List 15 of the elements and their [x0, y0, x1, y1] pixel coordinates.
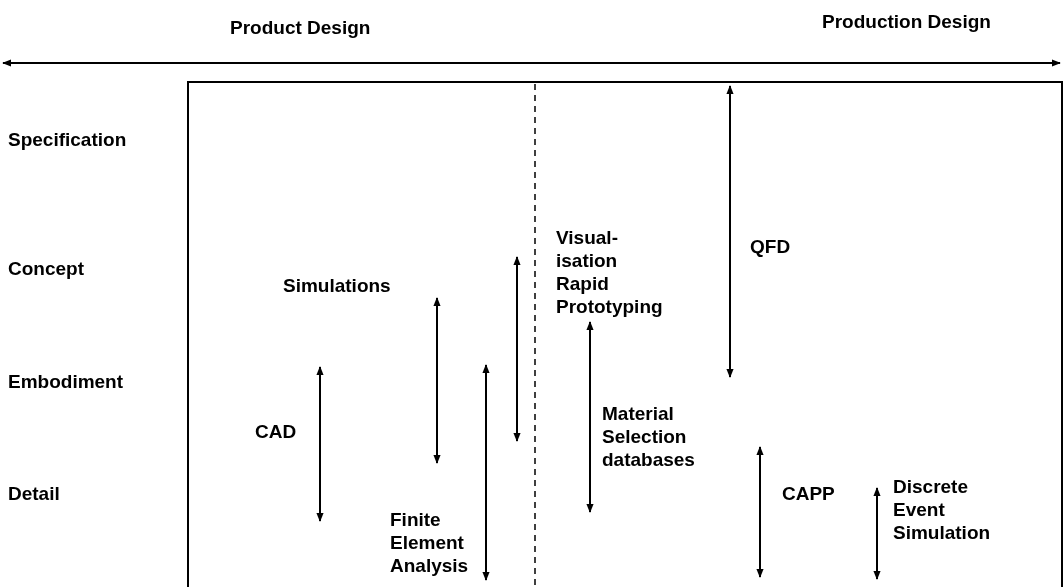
title-label: Production Design — [822, 10, 992, 33]
tool-label: Discrete Event Simulation — [893, 475, 992, 544]
tool-label: Rapid Prototyping — [556, 272, 664, 318]
phase-label: Concept — [8, 257, 85, 280]
tool-label: CAPP — [782, 482, 836, 505]
tool-label: CAD — [255, 420, 298, 443]
tool-label: Material Selection databases — [602, 402, 696, 471]
phase-label: Embodiment — [8, 370, 125, 393]
tool-label: Simulations — [283, 274, 392, 297]
phase-label: Detail — [8, 482, 61, 505]
tool-label: Visual-isation — [556, 226, 618, 272]
phase-label: Specification — [8, 128, 128, 151]
title-label: Product Design — [230, 16, 372, 39]
tool-label: Finite Element Analysis — [390, 508, 470, 577]
tool-label: QFD — [750, 235, 792, 258]
